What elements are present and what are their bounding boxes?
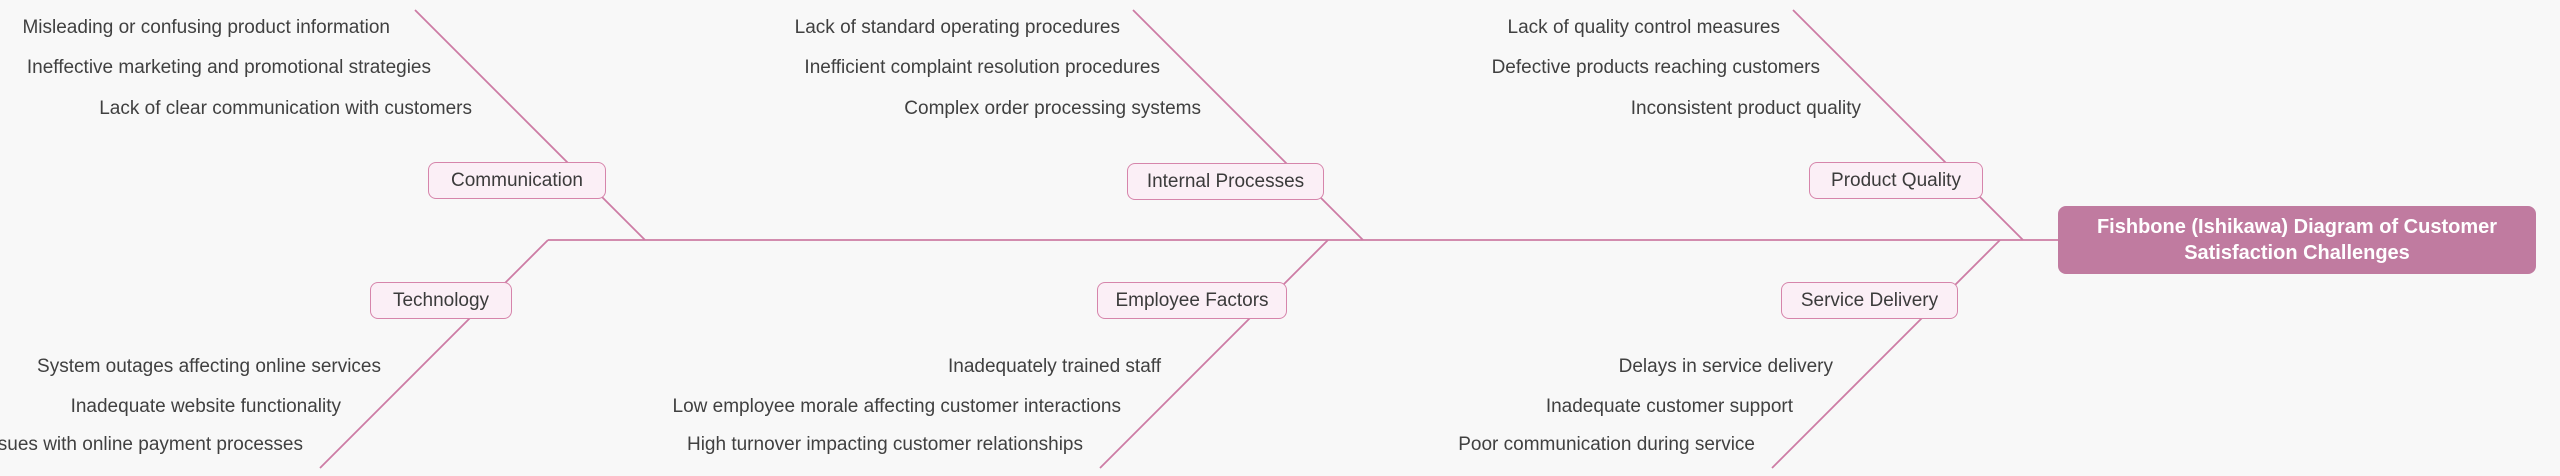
cause-label: Defective products reaching customers — [1491, 57, 1820, 78]
branch-line-product-quality — [1792, 9, 2024, 241]
cause-label: Lack of quality control measures — [1507, 17, 1780, 38]
branch-line-technology — [319, 239, 549, 469]
cause-label: Ineffective marketing and promotional st… — [26, 57, 431, 78]
cause-label: Inconsistent product quality — [1630, 98, 1861, 119]
cause-label: Lack of clear communication with custome… — [99, 98, 472, 119]
cause-label: Delays in service delivery — [1618, 356, 1833, 377]
category-box-communication: Communication — [428, 162, 606, 199]
cause-label: System outages affecting online services — [37, 356, 381, 377]
branch-line-communication — [414, 9, 646, 241]
category-box-employee-factors: Employee Factors — [1097, 282, 1287, 319]
cause-label: Lack of standard operating procedures — [794, 17, 1120, 38]
cause-label: Misleading or confusing product informat… — [22, 17, 390, 38]
cause-label: Inadequately trained staff — [947, 356, 1161, 377]
category-box-product-quality: Product Quality — [1809, 162, 1983, 199]
cause-label: Inefficient complaint resolution procedu… — [804, 57, 1160, 78]
cause-label: High turnover impacting customer relatio… — [686, 434, 1083, 455]
branch-line-service-delivery — [1771, 239, 2001, 469]
branch-line-employee-factors — [1099, 239, 1329, 469]
diagram-title: Fishbone (Ishikawa) Diagram of Customer … — [2096, 216, 2498, 264]
cause-label: Complex order processing systems — [904, 98, 1201, 119]
category-box-service-delivery: Service Delivery — [1781, 282, 1958, 319]
cause-label: Issues with online payment processes — [0, 434, 303, 455]
cause-label: Poor communication during service — [1458, 434, 1755, 455]
branch-line-internal-processes — [1132, 9, 1364, 241]
category-box-technology: Technology — [370, 282, 512, 319]
cause-label: Inadequate website functionality — [70, 396, 341, 417]
title-box: Fishbone (Ishikawa) Diagram of Customer … — [2058, 206, 2536, 274]
category-box-internal-processes: Internal Processes — [1127, 163, 1324, 200]
cause-label: Low employee morale affecting customer i… — [672, 396, 1122, 417]
cause-label: Inadequate customer support — [1545, 396, 1793, 417]
